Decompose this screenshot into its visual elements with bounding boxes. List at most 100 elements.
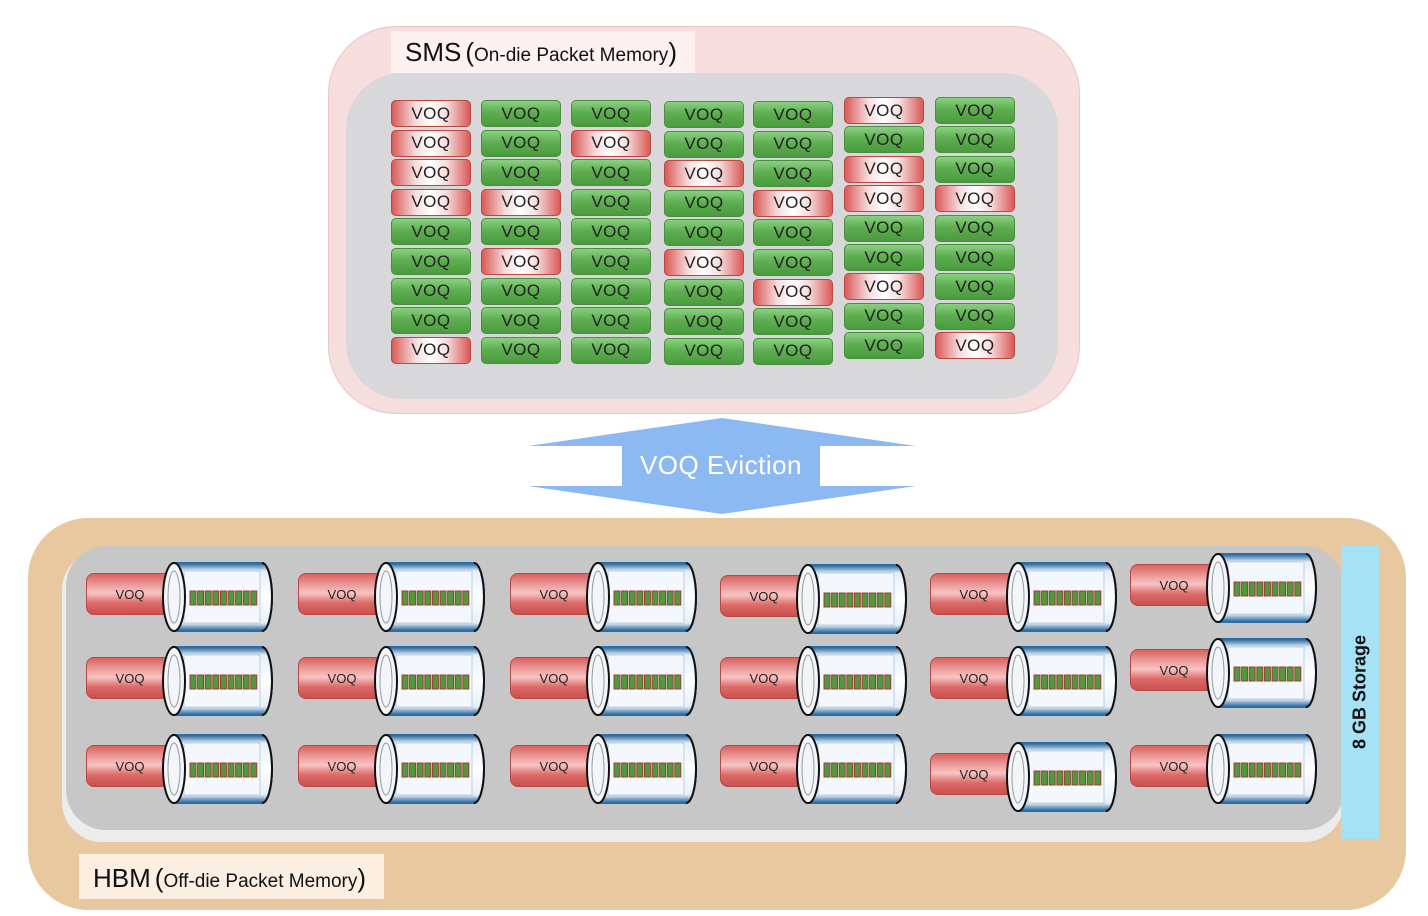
sms-voq-free: VOQ <box>753 219 833 247</box>
hbm-voq-unit: VOQ <box>298 646 498 720</box>
hbm-storage-cylinder <box>162 646 273 716</box>
sms-voq-free: VOQ <box>571 188 651 216</box>
hbm-storage-cylinder <box>1206 734 1317 804</box>
sms-voq-free: VOQ <box>481 100 561 127</box>
hbm-title-main: HBM <box>93 863 151 893</box>
hbm-voq-label: VOQ <box>930 657 1018 699</box>
hbm-storage-cylinder <box>1006 646 1117 716</box>
hbm-storage-cylinder <box>796 646 907 716</box>
hbm-storage-cylinder <box>162 562 273 632</box>
sms-voq-occupied: VOQ <box>391 100 471 127</box>
hbm-voq-label: VOQ <box>510 745 598 787</box>
hbm-storage-cylinder <box>796 564 907 634</box>
hbm-voq-label: VOQ <box>86 745 174 787</box>
sms-voq-free: VOQ <box>844 214 924 242</box>
hbm-voq-unit: VOQ <box>720 646 920 720</box>
sms-title-open-paren: ( <box>465 37 475 67</box>
sms-voq-occupied: VOQ <box>753 278 833 306</box>
sms-voq-free: VOQ <box>664 308 744 336</box>
sms-voq-free: VOQ <box>935 155 1015 183</box>
sms-voq-free: VOQ <box>753 249 833 276</box>
hbm-storage-cylinder <box>374 562 485 632</box>
hbm-voq-label: VOQ <box>510 573 598 615</box>
hbm-title-open-paren: ( <box>154 863 164 893</box>
hbm-storage-cylinder <box>796 734 907 804</box>
hbm-voq-label: VOQ <box>298 573 386 615</box>
sms-voq-occupied: VOQ <box>664 160 744 188</box>
sms-title-main: SMS <box>405 37 462 67</box>
hbm-storage-cylinder <box>374 734 485 804</box>
hbm-voq-unit: VOQ <box>86 562 286 636</box>
hbm-voq-unit: VOQ <box>1130 553 1330 627</box>
sms-voq-free: VOQ <box>935 214 1015 242</box>
sms-voq-free: VOQ <box>571 248 651 275</box>
sms-voq-free: VOQ <box>753 130 833 158</box>
eviction-arrow <box>528 418 916 514</box>
sms-title: SMS ( On-die Packet Memory ) <box>391 31 695 73</box>
sms-voq-occupied: VOQ <box>753 189 833 217</box>
hbm-voq-label: VOQ <box>86 573 174 615</box>
hbm-voq-label: VOQ <box>510 657 598 699</box>
hbm-voq-label: VOQ <box>298 657 386 699</box>
sms-voq-free: VOQ <box>844 302 924 330</box>
sms-voq-free: VOQ <box>391 277 471 305</box>
hbm-voq-label: VOQ <box>1130 745 1218 787</box>
hbm-storage-cylinder <box>1006 562 1117 632</box>
sms-voq-free: VOQ <box>571 218 651 246</box>
sms-voq-free: VOQ <box>664 101 744 128</box>
sms-voq-occupied: VOQ <box>571 129 651 157</box>
hbm-voq-label: VOQ <box>720 575 808 617</box>
hbm-storage-cylinder <box>1206 638 1317 708</box>
sms-voq-free: VOQ <box>481 277 561 305</box>
sms-voq-free: VOQ <box>844 126 924 154</box>
sms-voq-occupied: VOQ <box>935 185 1015 213</box>
sms-voq-free: VOQ <box>844 244 924 271</box>
sms-voq-free: VOQ <box>664 337 744 365</box>
sms-voq-occupied: VOQ <box>391 159 471 187</box>
hbm-voq-label: VOQ <box>1130 649 1218 691</box>
sms-voq-occupied: VOQ <box>391 188 471 216</box>
sms-voq-free: VOQ <box>481 336 561 364</box>
hbm-voq-label: VOQ <box>720 657 808 699</box>
sms-voq-free: VOQ <box>935 302 1015 330</box>
hbm-storage-cylinder <box>586 562 697 632</box>
sms-voq-occupied: VOQ <box>935 332 1015 360</box>
hbm-voq-unit: VOQ <box>720 734 920 808</box>
hbm-voq-unit: VOQ <box>1130 638 1330 712</box>
sms-voq-occupied: VOQ <box>391 129 471 157</box>
hbm-voq-unit: VOQ <box>930 562 1130 636</box>
hbm-voq-unit: VOQ <box>86 646 286 720</box>
hbm-voq-unit: VOQ <box>298 562 498 636</box>
storage-label: 8 GB Storage <box>1349 634 1370 750</box>
hbm-voq-unit: VOQ <box>510 646 710 720</box>
sms-voq-occupied: VOQ <box>844 97 924 124</box>
hbm-title: HBM ( Off-die Packet Memory ) <box>79 854 385 899</box>
sms-voq-free: VOQ <box>664 219 744 247</box>
hbm-voq-unit: VOQ <box>510 562 710 636</box>
hbm-voq-unit: VOQ <box>930 742 1130 816</box>
sms-voq-free: VOQ <box>664 189 744 217</box>
sms-voq-occupied: VOQ <box>481 188 561 216</box>
sms-voq-occupied: VOQ <box>664 249 744 276</box>
sms-voq-occupied: VOQ <box>844 273 924 301</box>
hbm-voq-label: VOQ <box>1130 564 1218 606</box>
sms-voq-free: VOQ <box>481 129 561 157</box>
sms-voq-free: VOQ <box>664 130 744 158</box>
sms-voq-free: VOQ <box>753 160 833 188</box>
sms-voq-free: VOQ <box>571 100 651 127</box>
sms-voq-free: VOQ <box>571 159 651 187</box>
sms-voq-free: VOQ <box>935 273 1015 301</box>
hbm-storage-cylinder <box>586 734 697 804</box>
hbm-voq-label: VOQ <box>720 745 808 787</box>
hbm-title-close-paren: ) <box>357 863 367 893</box>
sms-voq-free: VOQ <box>664 278 744 306</box>
sms-voq-free: VOQ <box>753 101 833 128</box>
hbm-storage-cylinder <box>1006 742 1117 812</box>
sms-voq-free: VOQ <box>571 307 651 335</box>
sms-voq-occupied: VOQ <box>481 248 561 275</box>
sms-voq-free: VOQ <box>935 97 1015 124</box>
sms-voq-free: VOQ <box>753 337 833 365</box>
hbm-voq-unit: VOQ <box>720 564 920 638</box>
sms-voq-free: VOQ <box>391 307 471 335</box>
sms-title-detail: On-die Packet Memory <box>474 45 669 66</box>
